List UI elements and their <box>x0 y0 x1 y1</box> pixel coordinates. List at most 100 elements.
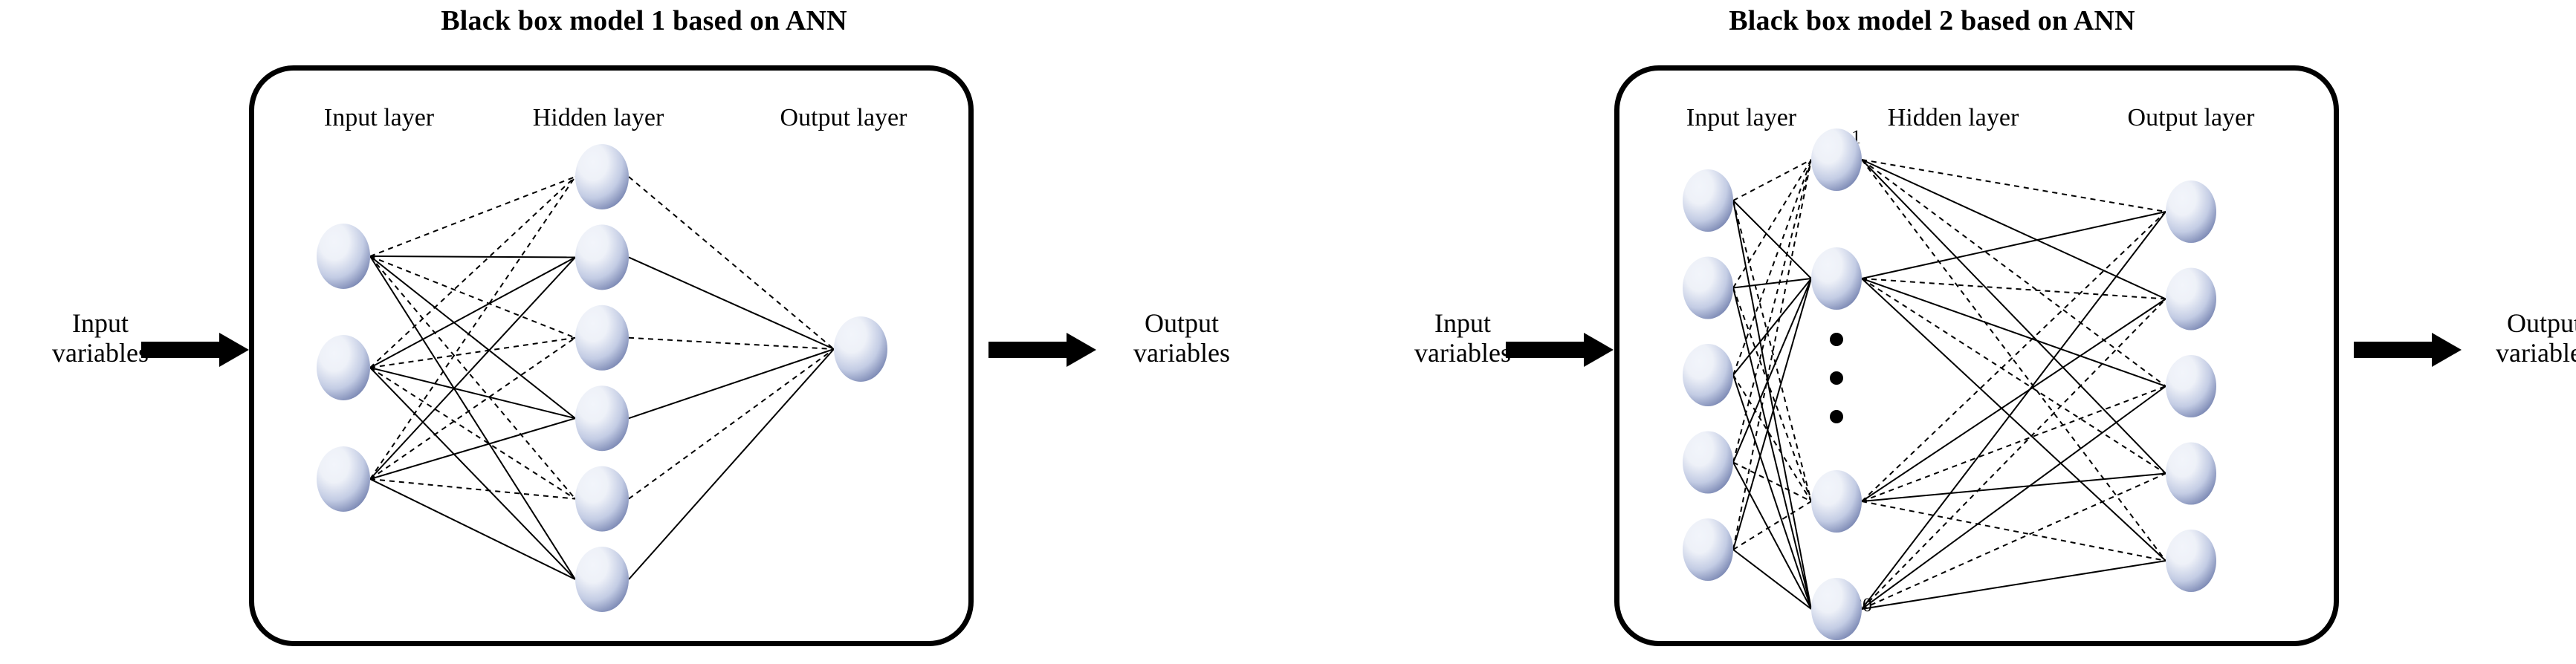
connection-line <box>369 256 576 368</box>
edge-group <box>628 176 835 580</box>
connection-line <box>1732 278 1812 463</box>
connection-line <box>1732 159 1812 463</box>
panel-2-input-layer-label: Input layer <box>1686 104 1797 131</box>
panel-2-input-caption-line1: Input <box>1434 308 1491 338</box>
panel-1-input-node-1 <box>317 224 370 289</box>
connection-line <box>628 348 835 580</box>
panel-2-input-caption: Input variables <box>1385 308 1541 368</box>
connection-line <box>1861 298 2166 502</box>
panel-1-network-graph <box>317 144 887 612</box>
panel-2-input-node-1 <box>1683 169 1733 232</box>
panel-1-hidden-node-2 <box>575 224 629 290</box>
panel-2-hidden-node-4 <box>1811 578 1862 640</box>
connection-line <box>1732 159 1812 201</box>
panel-1-hidden-node-1 <box>575 144 629 209</box>
panel-1-hidden-layer-label: Hidden layer <box>532 104 664 131</box>
connection-line <box>369 367 576 420</box>
panel-1-input-arrow-icon <box>141 333 249 367</box>
panel-model-2: Black box model 2 based on ANN Input lay… <box>1288 0 2576 664</box>
connection-line <box>1861 278 2166 562</box>
connection-line <box>1861 501 2166 562</box>
connection-line <box>1861 159 2166 475</box>
connection-line <box>369 367 576 580</box>
panel-2-hidden-layer-ellipsis-icon <box>1830 333 1843 449</box>
panel-1-hidden-node-6 <box>575 547 629 612</box>
panel-2-output-node-1 <box>2166 180 2216 243</box>
connection-line <box>1861 472 2166 502</box>
connection-line <box>369 256 576 480</box>
connection-line <box>1861 278 2166 475</box>
connection-line <box>1861 472 2166 610</box>
panel-2-output-layer-label: Output layer <box>2127 104 2255 131</box>
connection-line <box>628 336 835 350</box>
connection-line <box>1861 278 2166 300</box>
panel-2-input-node-2 <box>1683 256 1733 319</box>
connection-line <box>1732 549 1812 610</box>
connection-line <box>1861 385 2166 502</box>
connection-line <box>369 336 576 368</box>
panel-2-output-node-4 <box>2166 442 2216 505</box>
connection-line <box>369 255 576 258</box>
panel-1-hidden-node-5 <box>575 466 629 532</box>
connection-line <box>369 255 576 419</box>
connection-line <box>628 176 835 350</box>
edge-group <box>1861 159 2166 610</box>
panel-2-input-arrow-icon <box>1506 333 1614 367</box>
panel-2-title: Black box model 2 based on ANN <box>1729 5 2135 36</box>
panel-1-input-layer-label: Input layer <box>323 104 435 131</box>
connection-line <box>1861 211 2166 610</box>
panel-1-input-caption-line1: Input <box>72 308 129 338</box>
panel-2-output-caption: Output variables <box>2462 308 2576 368</box>
connection-line <box>1732 200 1812 502</box>
connection-line <box>1732 278 1812 289</box>
connection-line <box>628 348 835 420</box>
connection-line <box>369 176 576 368</box>
connection-line <box>369 367 576 500</box>
connection-line <box>369 336 576 480</box>
connection-line <box>369 255 576 500</box>
connection-line <box>369 176 576 257</box>
panel-1-input-node-3 <box>317 446 370 512</box>
panel-2-input-node-5 <box>1683 518 1733 581</box>
connection-line <box>1861 298 2166 610</box>
panel-2-output-caption-line2: variables <box>2496 338 2576 368</box>
connection-line <box>1732 200 1812 610</box>
panel-2-input-caption-line2: variables <box>1414 338 1511 368</box>
panel-1-output-layer-label: Output layer <box>780 104 907 131</box>
panel-2-hidden-node-1 <box>1811 128 1862 191</box>
connection-line <box>1732 278 1812 376</box>
panel-2-output-node-5 <box>2166 530 2216 592</box>
panel-2-output-caption-line1: Output <box>2506 308 2576 338</box>
connection-line <box>1861 159 2166 562</box>
panel-1-title: Black box model 1 based on ANN <box>441 5 847 36</box>
connection-line <box>1861 211 2166 502</box>
panel-2-network-graph <box>1683 128 2216 640</box>
connection-line <box>628 348 835 500</box>
connection-line <box>369 417 576 480</box>
panel-2-output-node-3 <box>2166 355 2216 417</box>
edge-group <box>1732 159 1812 610</box>
connection-line <box>1732 287 1812 610</box>
connection-line <box>1861 560 2166 610</box>
connection-line <box>1732 159 1812 289</box>
connection-line <box>628 256 835 350</box>
connection-line <box>369 255 576 580</box>
connection-line <box>1861 159 2166 300</box>
panel-2-hidden-layer-label: Hidden layer <box>1887 104 2019 131</box>
panel-1-output-caption-line2: variables <box>1133 338 1230 368</box>
panel-1-output-caption: Output variables <box>1100 308 1263 368</box>
connection-line <box>369 255 576 339</box>
black-box-container-2 <box>1614 65 2339 646</box>
panel-2-hidden-node-2 <box>1811 247 1862 310</box>
connection-line <box>1861 159 2166 387</box>
panel-2-output-node-2 <box>2166 267 2216 331</box>
panel-2-output-arrow-icon <box>2354 333 2462 367</box>
panel-1-input-node-2 <box>317 335 370 400</box>
panel-1-output-caption-line1: Output <box>1144 308 1219 338</box>
panel-1-input-caption-line2: variables <box>52 338 149 368</box>
panel-1-output-arrow-icon <box>988 333 1096 367</box>
connection-line <box>369 478 576 500</box>
panel-2-hidden-node-3 <box>1811 470 1862 533</box>
panel-1-hidden-node-4 <box>575 385 629 452</box>
